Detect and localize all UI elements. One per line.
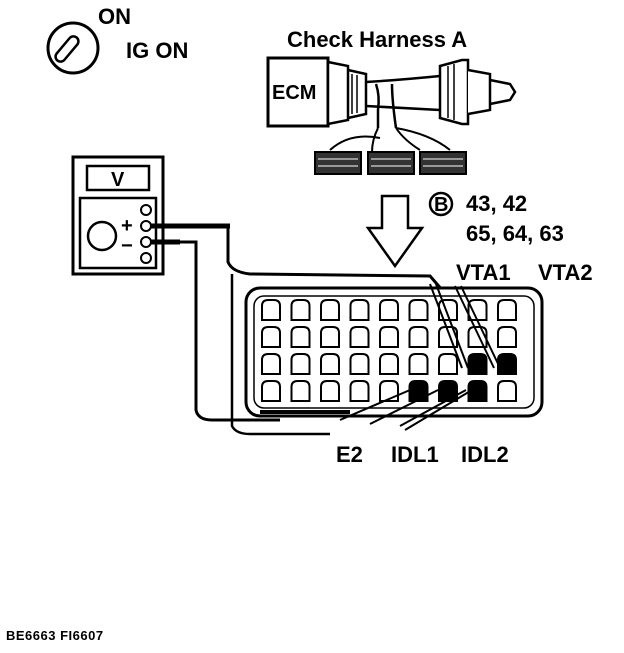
harness-title: Check Harness A	[287, 27, 467, 52]
connector-pin	[349, 326, 370, 348]
terminal-idl2-label: IDL2	[461, 442, 509, 467]
connector-b-letter: B	[434, 194, 448, 216]
connector-pin	[290, 380, 311, 402]
connector-pin	[290, 299, 311, 321]
connector-pin	[408, 299, 429, 321]
connector-pin	[379, 353, 399, 375]
ignition-key-icon	[46, 21, 100, 75]
connector-pin	[408, 380, 429, 402]
connector-pin	[261, 353, 281, 375]
connector-b-pins-line2: 65, 64, 63	[466, 221, 564, 246]
terminal-vta1-label: VTA1	[456, 260, 511, 285]
voltmeter-plus: +	[121, 215, 133, 237]
connector-pin	[261, 326, 281, 348]
connector-pin	[379, 299, 399, 321]
connector-b-marker: B	[428, 191, 454, 217]
probe-wires	[260, 283, 501, 431]
connector-face	[244, 286, 544, 418]
terminal-e2-label: E2	[336, 442, 363, 467]
connector-pin	[497, 326, 517, 348]
connector-pin	[320, 299, 340, 321]
connector-pin	[467, 353, 488, 375]
connector-pin	[320, 326, 340, 348]
connector-pin	[497, 380, 517, 402]
connector-pin	[467, 380, 488, 402]
connector-pin	[379, 326, 399, 348]
harness-cable	[365, 74, 441, 129]
voltmeter-display: V	[111, 169, 125, 191]
connector-pin	[467, 299, 488, 321]
test-leads	[151, 223, 472, 436]
terminal-idl1-label: IDL1	[391, 442, 439, 467]
connector-pin	[320, 380, 340, 402]
harness-plugs	[314, 127, 467, 175]
connector-pin	[290, 353, 311, 375]
connector-pin	[349, 299, 370, 321]
ignition-on-label: ON	[98, 4, 131, 29]
ignition-ig-on-label: IG ON	[126, 38, 188, 63]
harness-right-connector	[438, 58, 517, 126]
figure-reference: BE6663 FI6607	[6, 628, 104, 643]
connector-pin	[320, 353, 340, 375]
connector-pin	[438, 353, 458, 375]
down-arrow-icon	[365, 194, 425, 269]
connector-pin	[497, 299, 517, 321]
pin-grid	[261, 299, 517, 402]
terminal-vta2-label: VTA2	[538, 260, 593, 285]
connector-pin	[497, 353, 517, 375]
connector-pin	[261, 299, 281, 321]
connector-b-pins-line1: 43, 42	[466, 191, 527, 216]
connector-pin	[467, 326, 488, 348]
ecm-connector	[326, 60, 368, 126]
connector-pin	[349, 353, 370, 375]
voltmeter: V + −	[71, 155, 165, 276]
voltmeter-minus: −	[121, 235, 133, 257]
connector-pin	[408, 326, 429, 348]
connector-pin	[349, 380, 370, 402]
connector-pin	[408, 353, 429, 375]
connector-pin	[261, 380, 281, 402]
connector-pin	[438, 380, 458, 402]
connector-pin	[290, 326, 311, 348]
ecm-box: ECM	[266, 56, 330, 128]
ecm-label: ECM	[272, 82, 316, 104]
